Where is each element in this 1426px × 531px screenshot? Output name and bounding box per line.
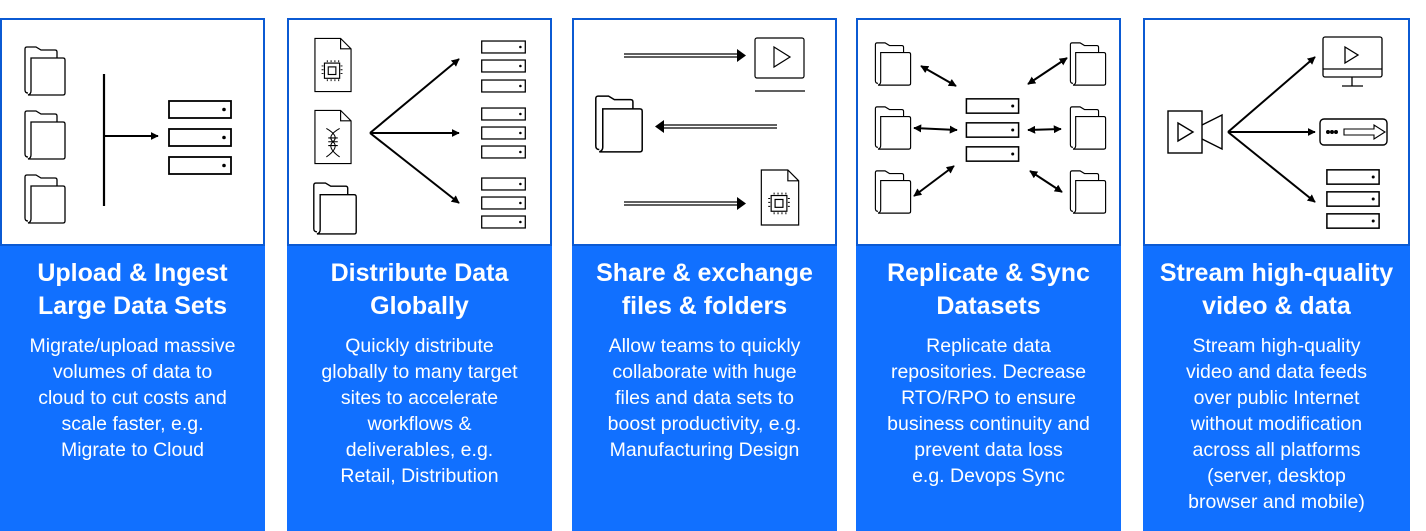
body-line: globally to many target xyxy=(321,361,518,383)
title-line: Distribute Data xyxy=(330,259,509,287)
body-line: Migrate to Cloud xyxy=(60,439,205,461)
body-line: prevent data loss xyxy=(914,439,1063,461)
body-line: sites to accelerate xyxy=(340,387,499,409)
body-line: (server, desktop xyxy=(1207,465,1346,487)
title-line: Upload & Ingest xyxy=(37,259,228,287)
illustration-frame xyxy=(572,18,837,246)
title-line: Large Data Sets xyxy=(38,292,227,320)
illustration-frame xyxy=(1143,18,1410,246)
body-line: Replicate data xyxy=(926,335,1051,357)
body-line: across all platforms xyxy=(1192,439,1361,461)
panel-stream: Stream high-quality video & data Stream h… xyxy=(1143,18,1410,531)
title-line: Stream high-quality xyxy=(1159,259,1394,287)
body-line: Manufacturing Design xyxy=(609,439,800,461)
illustration-frame xyxy=(287,18,552,246)
title-line: Share & exchange xyxy=(596,259,813,287)
panel-description: Migrate/upload massive volumes of data to… xyxy=(6,333,259,463)
panel-title: Share & exchange files & folders xyxy=(576,257,833,323)
body-line: video and data feeds xyxy=(1185,361,1368,383)
panel-share-exchange: Share & exchange files & folders Allow te… xyxy=(572,18,837,531)
body-line: cloud to cut costs and xyxy=(38,387,227,409)
illustration-frame xyxy=(856,18,1121,246)
body-line: Retail, Distribution xyxy=(340,465,499,487)
title-line: Replicate & Sync xyxy=(887,259,1090,287)
illustration-frame xyxy=(0,18,265,246)
body-line: over public Internet xyxy=(1193,387,1360,409)
panel-card: Stream high-quality video & data Stream h… xyxy=(1143,246,1410,531)
body-line: volumes of data to xyxy=(52,361,213,383)
title-line: Datasets xyxy=(936,292,1041,320)
panel-description: Allow teams to quickly collaborate with h… xyxy=(578,333,831,463)
panel-description: Stream high-quality video and data feeds o… xyxy=(1149,333,1404,515)
body-line: browser and mobile) xyxy=(1188,491,1365,513)
body-line: workflows & xyxy=(367,413,472,435)
body-line: Quickly distribute xyxy=(345,335,494,357)
body-line: boost productivity, e.g. xyxy=(607,413,802,435)
panel-card: Share & exchange files & folders Allow te… xyxy=(572,246,837,531)
body-line: e.g. Devops Sync xyxy=(912,465,1065,487)
body-line: RTO/RPO to ensure xyxy=(901,387,1076,409)
title-line: Globally xyxy=(370,292,469,320)
body-line: collaborate with huge xyxy=(612,361,797,383)
body-line: scale faster, e.g. xyxy=(61,413,204,435)
body-line: repositories. Decrease xyxy=(890,361,1087,383)
panel-title: Stream high-quality video & data xyxy=(1147,257,1406,323)
title-line: files & folders xyxy=(621,292,788,320)
body-line: without modification xyxy=(1190,413,1363,435)
body-line: Stream high-quality xyxy=(1192,335,1361,357)
title-line: video & data xyxy=(1202,292,1351,320)
body-line: Allow teams to quickly xyxy=(608,335,801,357)
body-line: files and data sets to xyxy=(615,387,794,409)
panel-description: Quickly distribute globally to many targe… xyxy=(293,333,546,489)
body-line: Migrate/upload massive xyxy=(29,335,236,357)
body-line: business continuity and xyxy=(887,413,1090,435)
body-line: deliverables, e.g. xyxy=(345,439,494,461)
